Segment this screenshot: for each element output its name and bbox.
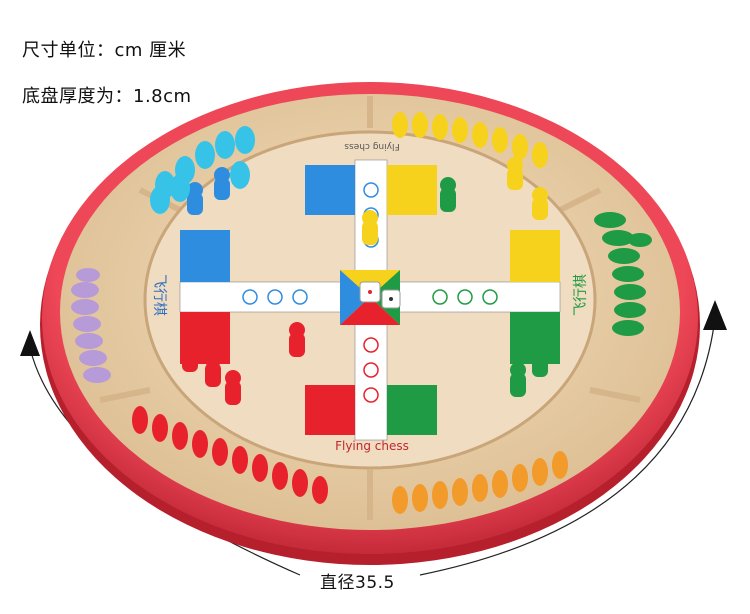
size-unit-caption: 尺寸单位：cm 厘米 — [22, 40, 187, 61]
base-thickness-caption: 底盘厚度为：1.8cm — [22, 86, 192, 107]
dice — [359, 281, 401, 309]
board-title-bottom: Flying chess — [335, 439, 409, 453]
board-side-label-left: 飞行棋 — [151, 274, 167, 316]
tray-cyan — [150, 126, 255, 214]
tray-purple — [71, 268, 111, 383]
tray-green — [594, 212, 652, 336]
tray-red — [132, 406, 328, 504]
tray-yellow — [392, 112, 548, 168]
board-side-label-right: 飞行棋 — [573, 274, 589, 316]
board-pieces — [182, 157, 548, 405]
diameter-caption: 直径35.5 — [320, 573, 395, 593]
arrow-left-icon — [20, 330, 40, 356]
play-path — [179, 159, 561, 441]
board-title-top: Flying chess — [344, 141, 400, 151]
tray-orange — [392, 451, 568, 514]
arrow-right-icon — [703, 300, 727, 330]
